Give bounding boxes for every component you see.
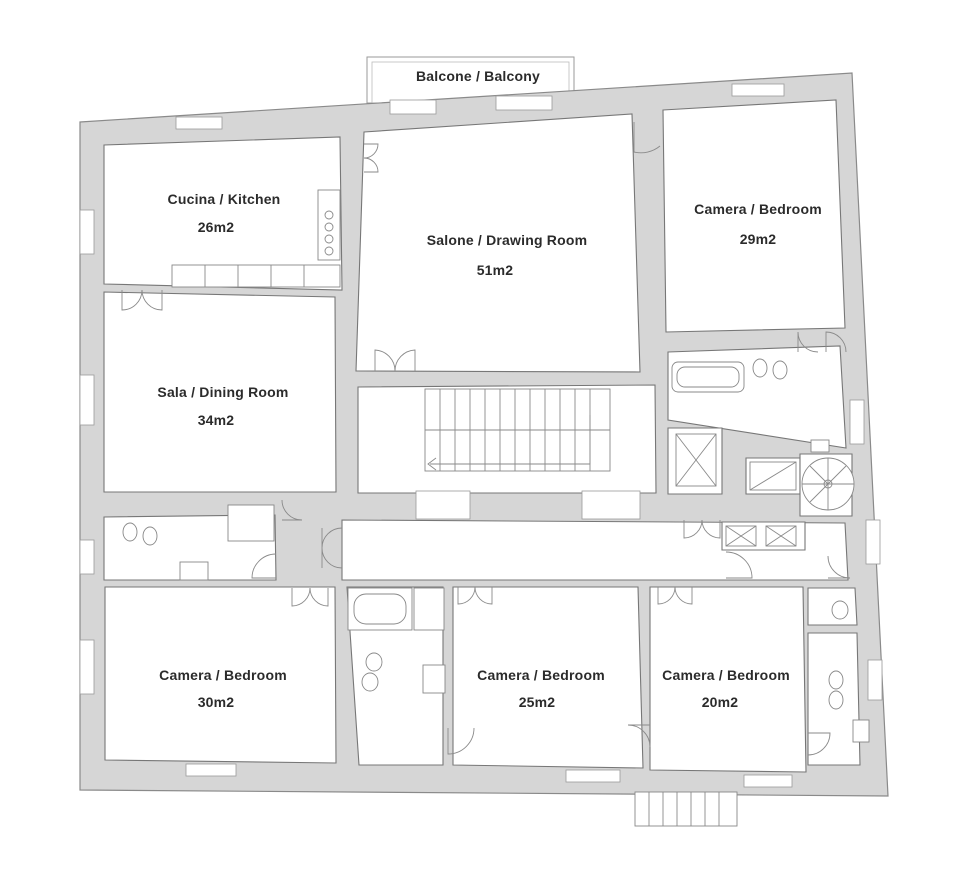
dining-room-area: 34m2 (198, 412, 235, 428)
bedroom-s-area: 25m2 (519, 694, 556, 710)
bedroom-sw-area: 30m2 (198, 694, 235, 710)
bedroom-s-floor (452, 586, 644, 769)
windows (79, 83, 883, 788)
kitchen-name: Cucina / Kitchen (168, 191, 281, 207)
balcony-label: Balcone / Balcony (416, 68, 540, 84)
bedroom-se-name: Camera / Bedroom (662, 667, 790, 683)
bedroom-sw-name: Camera / Bedroom (159, 667, 287, 683)
bedroom-sw-floor (104, 586, 337, 764)
bedroom-se-floor (649, 586, 807, 773)
bedroom-se-area: 20m2 (702, 694, 739, 710)
drawing-room-floor (355, 113, 641, 373)
main-staircase (424, 388, 611, 472)
balcony: Balcone / Balcony (366, 56, 575, 104)
bedroom-ne-floor (662, 99, 846, 333)
kitchen-floor (103, 136, 343, 291)
dining-room-floor (103, 291, 337, 493)
room-labels: Cucina / Kitchen 26m2 Salone / Drawing R… (157, 191, 821, 710)
bathroom-s-floor (346, 586, 444, 766)
drawing-room-area: 51m2 (477, 262, 514, 278)
kitchen-area: 26m2 (198, 219, 235, 235)
bedroom-ne-area: 29m2 (740, 231, 777, 247)
lift-and-shower (675, 433, 797, 547)
spiral-staircase (801, 457, 855, 511)
doors (121, 122, 851, 756)
bedroom-ne-name: Camera / Bedroom (694, 201, 822, 217)
south-steps (634, 791, 738, 827)
drawing-room-name: Salone / Drawing Room (427, 232, 588, 248)
bedroom-s-name: Camera / Bedroom (477, 667, 605, 683)
bathroom-fixtures (122, 358, 870, 743)
dining-room-name: Sala / Dining Room (157, 384, 288, 400)
kitchen-fixtures (171, 189, 341, 288)
